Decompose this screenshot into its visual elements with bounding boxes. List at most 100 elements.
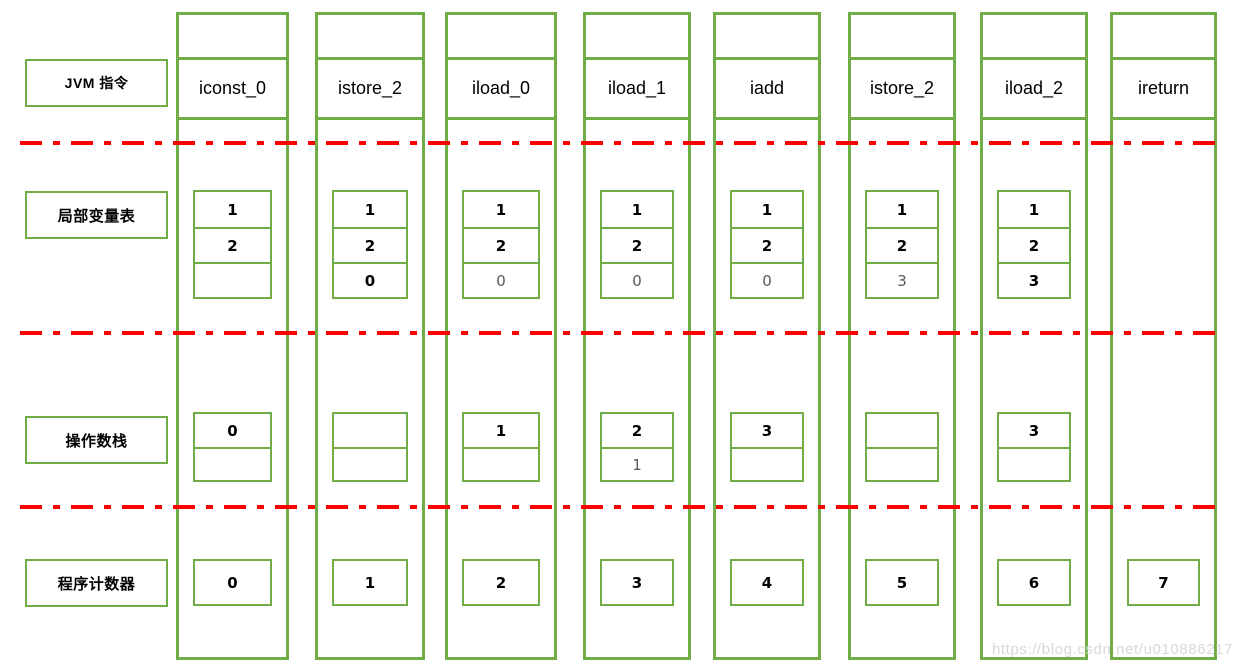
instruction-column	[176, 12, 289, 660]
local-variable-slot: 2	[867, 227, 937, 262]
operand-stack-slot: 3	[761, 421, 773, 440]
instruction-header[interactable]: iadd	[713, 12, 821, 120]
local-variable-slot: 1	[896, 200, 908, 219]
local-variable-slot: 0	[602, 262, 672, 297]
instruction-column	[1110, 12, 1217, 660]
operand-stack-slots: 1	[462, 412, 540, 482]
instruction-name: iload_0	[471, 78, 531, 98]
program-counter-value: 1	[364, 573, 376, 592]
local-variable-slot	[195, 262, 270, 297]
local-variable-slot: 3	[867, 262, 937, 297]
program-counter-value: 4	[761, 573, 773, 592]
legend-local-variable-table-label: 局部变量表	[57, 207, 136, 225]
legend-program-counter-label: 程序计数器	[57, 575, 136, 593]
instruction-header-blank-cell	[448, 15, 554, 60]
local-variable-slot: 1	[227, 200, 238, 219]
instruction-name: iload_1	[607, 78, 667, 98]
operand-stack-slot	[732, 447, 802, 480]
legend-local-variable-table: 局部变量表	[25, 191, 168, 239]
legend-operand-stack: 操作数栈	[25, 416, 168, 464]
operand-stack-slot	[334, 447, 406, 480]
instruction-header[interactable]: ireturn	[1110, 12, 1217, 120]
instruction-header-blank-cell	[318, 15, 422, 60]
local-variable-slot: 0	[464, 262, 538, 297]
program-counter-box: 2	[462, 559, 540, 606]
instruction-header[interactable]: istore_2	[848, 12, 956, 120]
local-variable-slot: 1	[364, 200, 376, 219]
operand-stack-slots: 0	[193, 412, 272, 482]
operand-stack-slot: 3	[1028, 421, 1040, 440]
program-counter-value: 7	[1158, 573, 1169, 592]
local-variable-slot: 3	[999, 262, 1069, 297]
local-variable-slot: 2	[602, 227, 672, 262]
program-counter-value: 6	[1028, 573, 1040, 592]
program-counter-box: 7	[1127, 559, 1200, 606]
legend-program-counter: 程序计数器	[25, 559, 168, 607]
program-counter-box: 5	[865, 559, 939, 606]
program-counter-box: 4	[730, 559, 804, 606]
operand-stack-slot: 2	[631, 421, 643, 440]
instruction-header[interactable]: iconst_0	[176, 12, 289, 120]
instruction-header-blank-cell	[716, 15, 818, 60]
operand-stack-slot	[867, 447, 937, 480]
local-variable-slot: 2	[195, 227, 270, 262]
legend-jvm-instruction: JVM 指令	[25, 59, 168, 107]
instruction-name: iload_2	[1004, 78, 1064, 98]
instruction-header[interactable]: iload_1	[583, 12, 691, 120]
local-variable-slot: 1	[495, 200, 507, 219]
instruction-name: istore_2	[337, 78, 403, 98]
instruction-header[interactable]: iload_2	[980, 12, 1088, 120]
program-counter-value: 0	[227, 573, 238, 592]
operand-stack-slot: 0	[227, 421, 238, 440]
instruction-column	[315, 12, 425, 660]
program-counter-box: 1	[332, 559, 408, 606]
instruction-column	[980, 12, 1088, 660]
instruction-header-blank-cell	[586, 15, 688, 60]
program-counter-box: 3	[600, 559, 674, 606]
instruction-header-blank-cell	[983, 15, 1085, 60]
instruction-header-blank-cell	[179, 15, 286, 60]
operand-stack-slots: 3	[997, 412, 1071, 482]
operand-stack-slots	[865, 412, 939, 482]
operand-stack-slot	[334, 414, 406, 447]
operand-stack-slots: 3	[730, 412, 804, 482]
separator-stack-pc	[20, 505, 1215, 509]
instruction-header-blank-cell	[851, 15, 953, 60]
instruction-header[interactable]: istore_2	[315, 12, 425, 120]
local-variable-slot: 1	[631, 200, 643, 219]
operand-stack-slot	[464, 447, 538, 480]
instruction-header[interactable]: iload_0	[445, 12, 557, 120]
separator-locals-stack	[20, 331, 1215, 335]
instruction-column	[583, 12, 691, 660]
watermark-text: https://blog.csdn.net/u010886217	[991, 641, 1233, 658]
instruction-name: iadd	[749, 78, 785, 98]
instruction-name: istore_2	[869, 78, 935, 98]
operand-stack-slot	[867, 414, 937, 447]
operand-stack-slot: 1	[495, 421, 507, 440]
operand-stack-slot	[195, 447, 270, 480]
local-variable-slot: 2	[334, 227, 406, 262]
local-variable-slot: 0	[334, 262, 406, 297]
program-counter-value: 5	[896, 573, 908, 592]
program-counter-box: 0	[193, 559, 272, 606]
legend-jvm-instruction-label: JVM 指令	[64, 75, 129, 91]
local-variable-slot: 1	[1028, 200, 1040, 219]
program-counter-box: 6	[997, 559, 1071, 606]
instruction-name: ireturn	[1137, 78, 1190, 98]
local-variable-slot: 1	[761, 200, 773, 219]
program-counter-value: 2	[495, 573, 507, 592]
local-variable-slot: 2	[464, 227, 538, 262]
operand-stack-slot	[999, 447, 1069, 480]
local-variable-slot: 0	[732, 262, 802, 297]
operand-stack-slot: 1	[602, 447, 672, 480]
legend-operand-stack-label: 操作数栈	[65, 432, 128, 450]
